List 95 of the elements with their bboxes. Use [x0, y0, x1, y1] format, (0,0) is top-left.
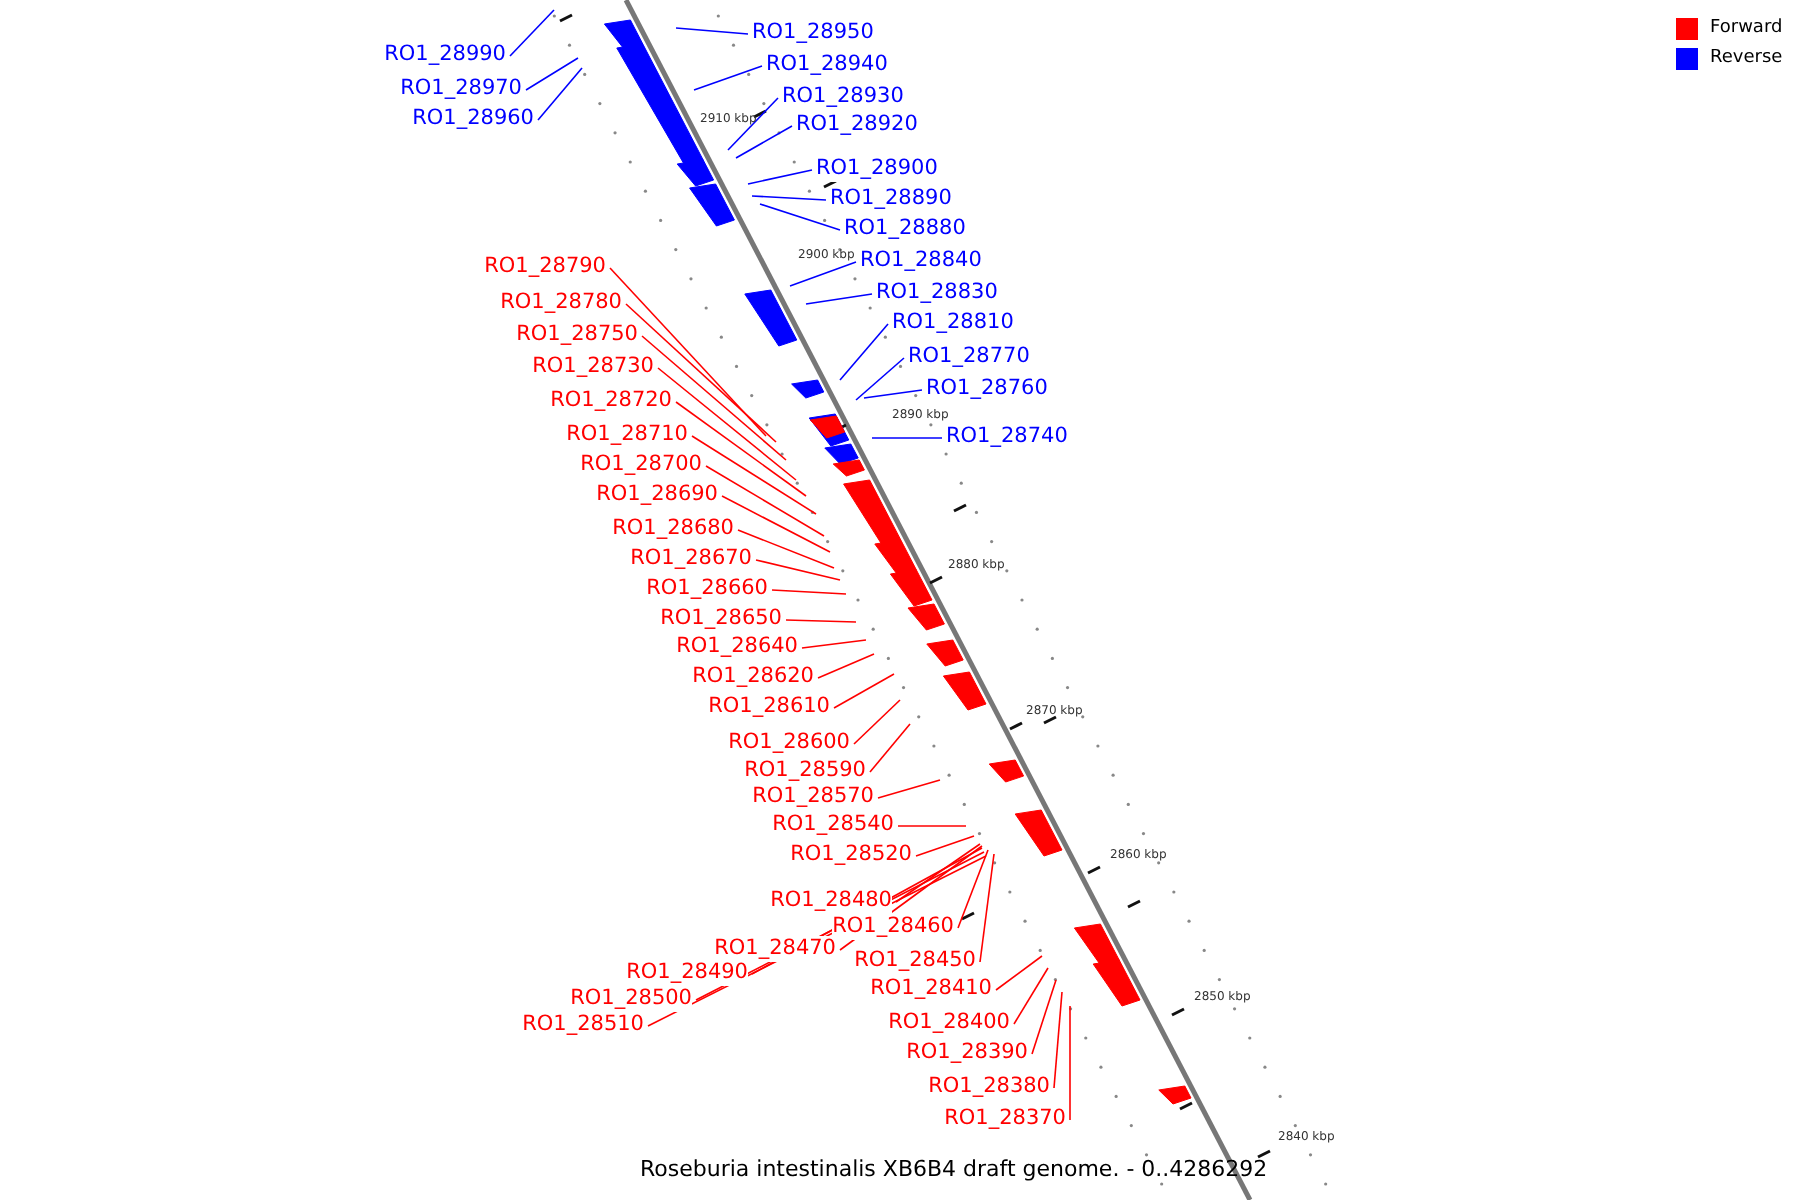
legend-label: Forward: [1710, 18, 1783, 40]
gene-label: RO1_28690: [596, 482, 718, 508]
gene-label: RO1_28520: [790, 842, 912, 868]
leader-line: [675, 401, 807, 497]
gene-label: RO1_28680: [612, 516, 734, 542]
leader-line: [705, 465, 825, 537]
leader-line: [737, 529, 835, 569]
leader-line: [957, 849, 989, 929]
gene-label: RO1_28890: [830, 186, 952, 212]
leader-line: [817, 653, 875, 679]
gene-label: RO1_28620: [692, 664, 814, 690]
leader-line: [979, 853, 995, 963]
leader-line: [657, 367, 797, 481]
leader-line: [721, 495, 831, 553]
gene-label: RO1_28950: [752, 20, 874, 46]
gene-label: RO1_28900: [816, 156, 938, 182]
leader-line: [609, 267, 767, 437]
leader-line: [693, 65, 763, 91]
gene-label: RO1_28380: [928, 1074, 1050, 1100]
leader-line: [759, 203, 841, 231]
gene-label: RO1_28780: [500, 290, 622, 316]
gene-label: RO1_28740: [946, 424, 1068, 450]
gene-label: RO1_28760: [926, 376, 1048, 402]
gene-label: RO1_28460: [832, 914, 954, 940]
leader-line: [1013, 967, 1049, 1025]
legend-label: Reverse: [1710, 48, 1783, 70]
gene-label: RO1_28660: [646, 576, 768, 602]
leader-line: [625, 303, 777, 443]
gene-label: RO1_28930: [782, 84, 904, 110]
gene-label: RO1_28720: [550, 388, 672, 414]
leader-line: [895, 843, 981, 903]
gene-label: RO1_28480: [770, 888, 892, 914]
leader-line: [839, 323, 889, 381]
leader-line: [1031, 979, 1057, 1055]
gene-label: RO1_28970: [400, 76, 522, 102]
gene-label: RO1_28640: [676, 634, 798, 660]
gene-label: RO1_28510: [522, 1012, 644, 1038]
gene-label: RO1_28710: [566, 422, 688, 448]
leader-line: [691, 435, 817, 515]
gene-label: RO1_28470: [714, 936, 836, 962]
leader-line: [897, 825, 967, 827]
gene-label: RO1_28590: [744, 758, 866, 784]
gene-label: RO1_28410: [870, 976, 992, 1002]
leader-line: [727, 97, 779, 151]
gene-label: RO1_28370: [944, 1106, 1066, 1132]
leader-line: [995, 955, 1043, 991]
gene-label: RO1_28770: [908, 344, 1030, 370]
leader-line: [537, 67, 583, 121]
gene-label: RO1_28990: [384, 42, 506, 68]
gene-label: RO1_28840: [860, 248, 982, 274]
leader-line: [853, 699, 901, 745]
leader-line: [915, 835, 975, 857]
gene-label: RO1_28830: [876, 280, 998, 306]
leader-line: [525, 57, 579, 91]
gene-label: RO1_28600: [728, 730, 850, 756]
gene-label: RO1_28790: [484, 254, 606, 280]
gene-label: RO1_28450: [854, 948, 976, 974]
leader-line: [855, 357, 905, 401]
leader-line: [751, 195, 827, 201]
leader-line: [785, 619, 857, 623]
leader-line: [789, 261, 857, 287]
leader-line: [805, 293, 873, 305]
leader-line: [735, 125, 793, 159]
gene-label: RO1_28960: [412, 106, 534, 132]
gene-label: RO1_28700: [580, 452, 702, 478]
gene-label: RO1_28920: [796, 112, 918, 138]
leader-line: [1053, 991, 1063, 1089]
leader-line: [863, 389, 923, 399]
leader-line: [675, 27, 749, 35]
gene-label: RO1_28540: [772, 812, 894, 838]
gene-label: RO1_28570: [752, 784, 874, 810]
leader-line: [877, 779, 941, 799]
leader-line: [771, 589, 847, 595]
leader-line: [747, 169, 813, 185]
leader-line: [833, 673, 895, 709]
leader-line: [869, 723, 911, 773]
leader-line: [871, 437, 943, 439]
caption: Roseburia intestinalis XB6B4 draft genome. - 0..4286292: [640, 1156, 1268, 1182]
gene-label: RO1_28490: [626, 960, 748, 986]
gene-label: RO1_28940: [766, 52, 888, 78]
leader-line: [641, 335, 787, 461]
gene-label: RO1_28390: [906, 1040, 1028, 1066]
leader-line: [1069, 1005, 1071, 1121]
leader-line: [509, 9, 555, 57]
gene-label: RO1_28500: [570, 986, 692, 1012]
gene-label: RO1_28750: [516, 322, 638, 348]
gene-label: RO1_28650: [660, 606, 782, 632]
gene-label: RO1_28880: [844, 216, 966, 242]
gene-label: RO1_28810: [892, 310, 1014, 336]
gene-label: RO1_28400: [888, 1010, 1010, 1036]
leader-line: [801, 639, 867, 649]
leader-line: [755, 559, 841, 581]
gene-label: RO1_28730: [532, 354, 654, 380]
gene-label: RO1_28670: [630, 546, 752, 572]
gene-label: RO1_28610: [708, 694, 830, 720]
